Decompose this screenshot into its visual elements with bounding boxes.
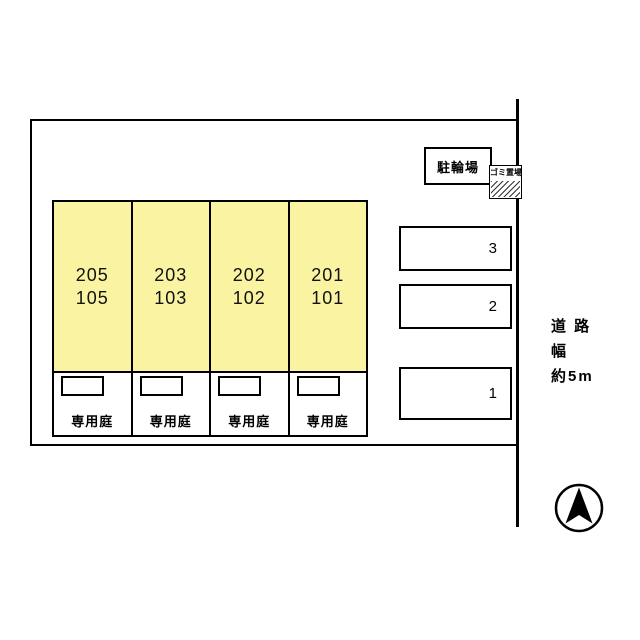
unit-205-105: 205 105 bbox=[54, 202, 131, 371]
entrance-step bbox=[218, 376, 261, 396]
road-label-line1: 道 路 bbox=[551, 318, 592, 335]
garden-cell: 専用庭 bbox=[54, 373, 131, 435]
entrance-step bbox=[139, 376, 183, 396]
unit-upper-number: 201 bbox=[311, 264, 345, 285]
garden-label: 専用庭 bbox=[228, 414, 271, 429]
road-label: 道 路 幅 約5m bbox=[551, 314, 621, 389]
parking-stall-number: 1 bbox=[488, 385, 497, 402]
unit-upper-number: 205 bbox=[75, 264, 109, 285]
property-boundary-top bbox=[30, 119, 518, 121]
parking-stall-number: 3 bbox=[488, 240, 497, 257]
road-label-line3: 約5m bbox=[551, 368, 594, 385]
building-block: 205 105 203 103 202 102 201 101 bbox=[52, 200, 368, 373]
property-boundary-bottom bbox=[30, 444, 518, 446]
garden-cell: 専用庭 bbox=[209, 373, 288, 435]
garbage-area-label: ゴミ置場 bbox=[490, 168, 522, 177]
garden-label: 専用庭 bbox=[306, 414, 349, 429]
north-arrow-icon bbox=[554, 483, 604, 533]
entrance-step bbox=[61, 376, 104, 396]
garbage-hatch-pattern bbox=[491, 181, 520, 197]
road-label-line2: 幅 bbox=[551, 343, 569, 360]
unit-upper-number: 203 bbox=[154, 264, 188, 285]
entrance-step bbox=[296, 376, 340, 396]
parking-stall-3: 3 bbox=[399, 226, 512, 271]
garden-cell: 専用庭 bbox=[287, 373, 367, 435]
unit-202-102: 202 102 bbox=[209, 202, 288, 371]
parking-stall-1: 1 bbox=[399, 367, 512, 420]
bicycle-parking-box: 駐輪場 bbox=[424, 147, 492, 185]
unit-upper-number: 202 bbox=[232, 264, 266, 285]
parking-stall-number: 2 bbox=[488, 298, 497, 315]
garden-cell: 専用庭 bbox=[130, 373, 210, 435]
unit-203-103: 203 103 bbox=[130, 202, 209, 371]
garden-label: 専用庭 bbox=[149, 414, 192, 429]
unit-201-101: 201 101 bbox=[287, 202, 366, 371]
garbage-area-box: ゴミ置場 bbox=[489, 165, 522, 199]
unit-lower-number: 102 bbox=[232, 287, 266, 308]
unit-lower-number: 101 bbox=[311, 287, 345, 308]
property-boundary-left bbox=[30, 119, 32, 446]
parking-stall-2: 2 bbox=[399, 284, 512, 329]
garden-label: 専用庭 bbox=[71, 414, 114, 429]
road-edge-line bbox=[516, 99, 519, 527]
bicycle-parking-label: 駐輪場 bbox=[436, 159, 479, 175]
unit-lower-number: 103 bbox=[154, 287, 188, 308]
garden-strip: 専用庭 専用庭 専用庭 専用庭 bbox=[52, 373, 368, 437]
unit-lower-number: 105 bbox=[75, 287, 109, 308]
